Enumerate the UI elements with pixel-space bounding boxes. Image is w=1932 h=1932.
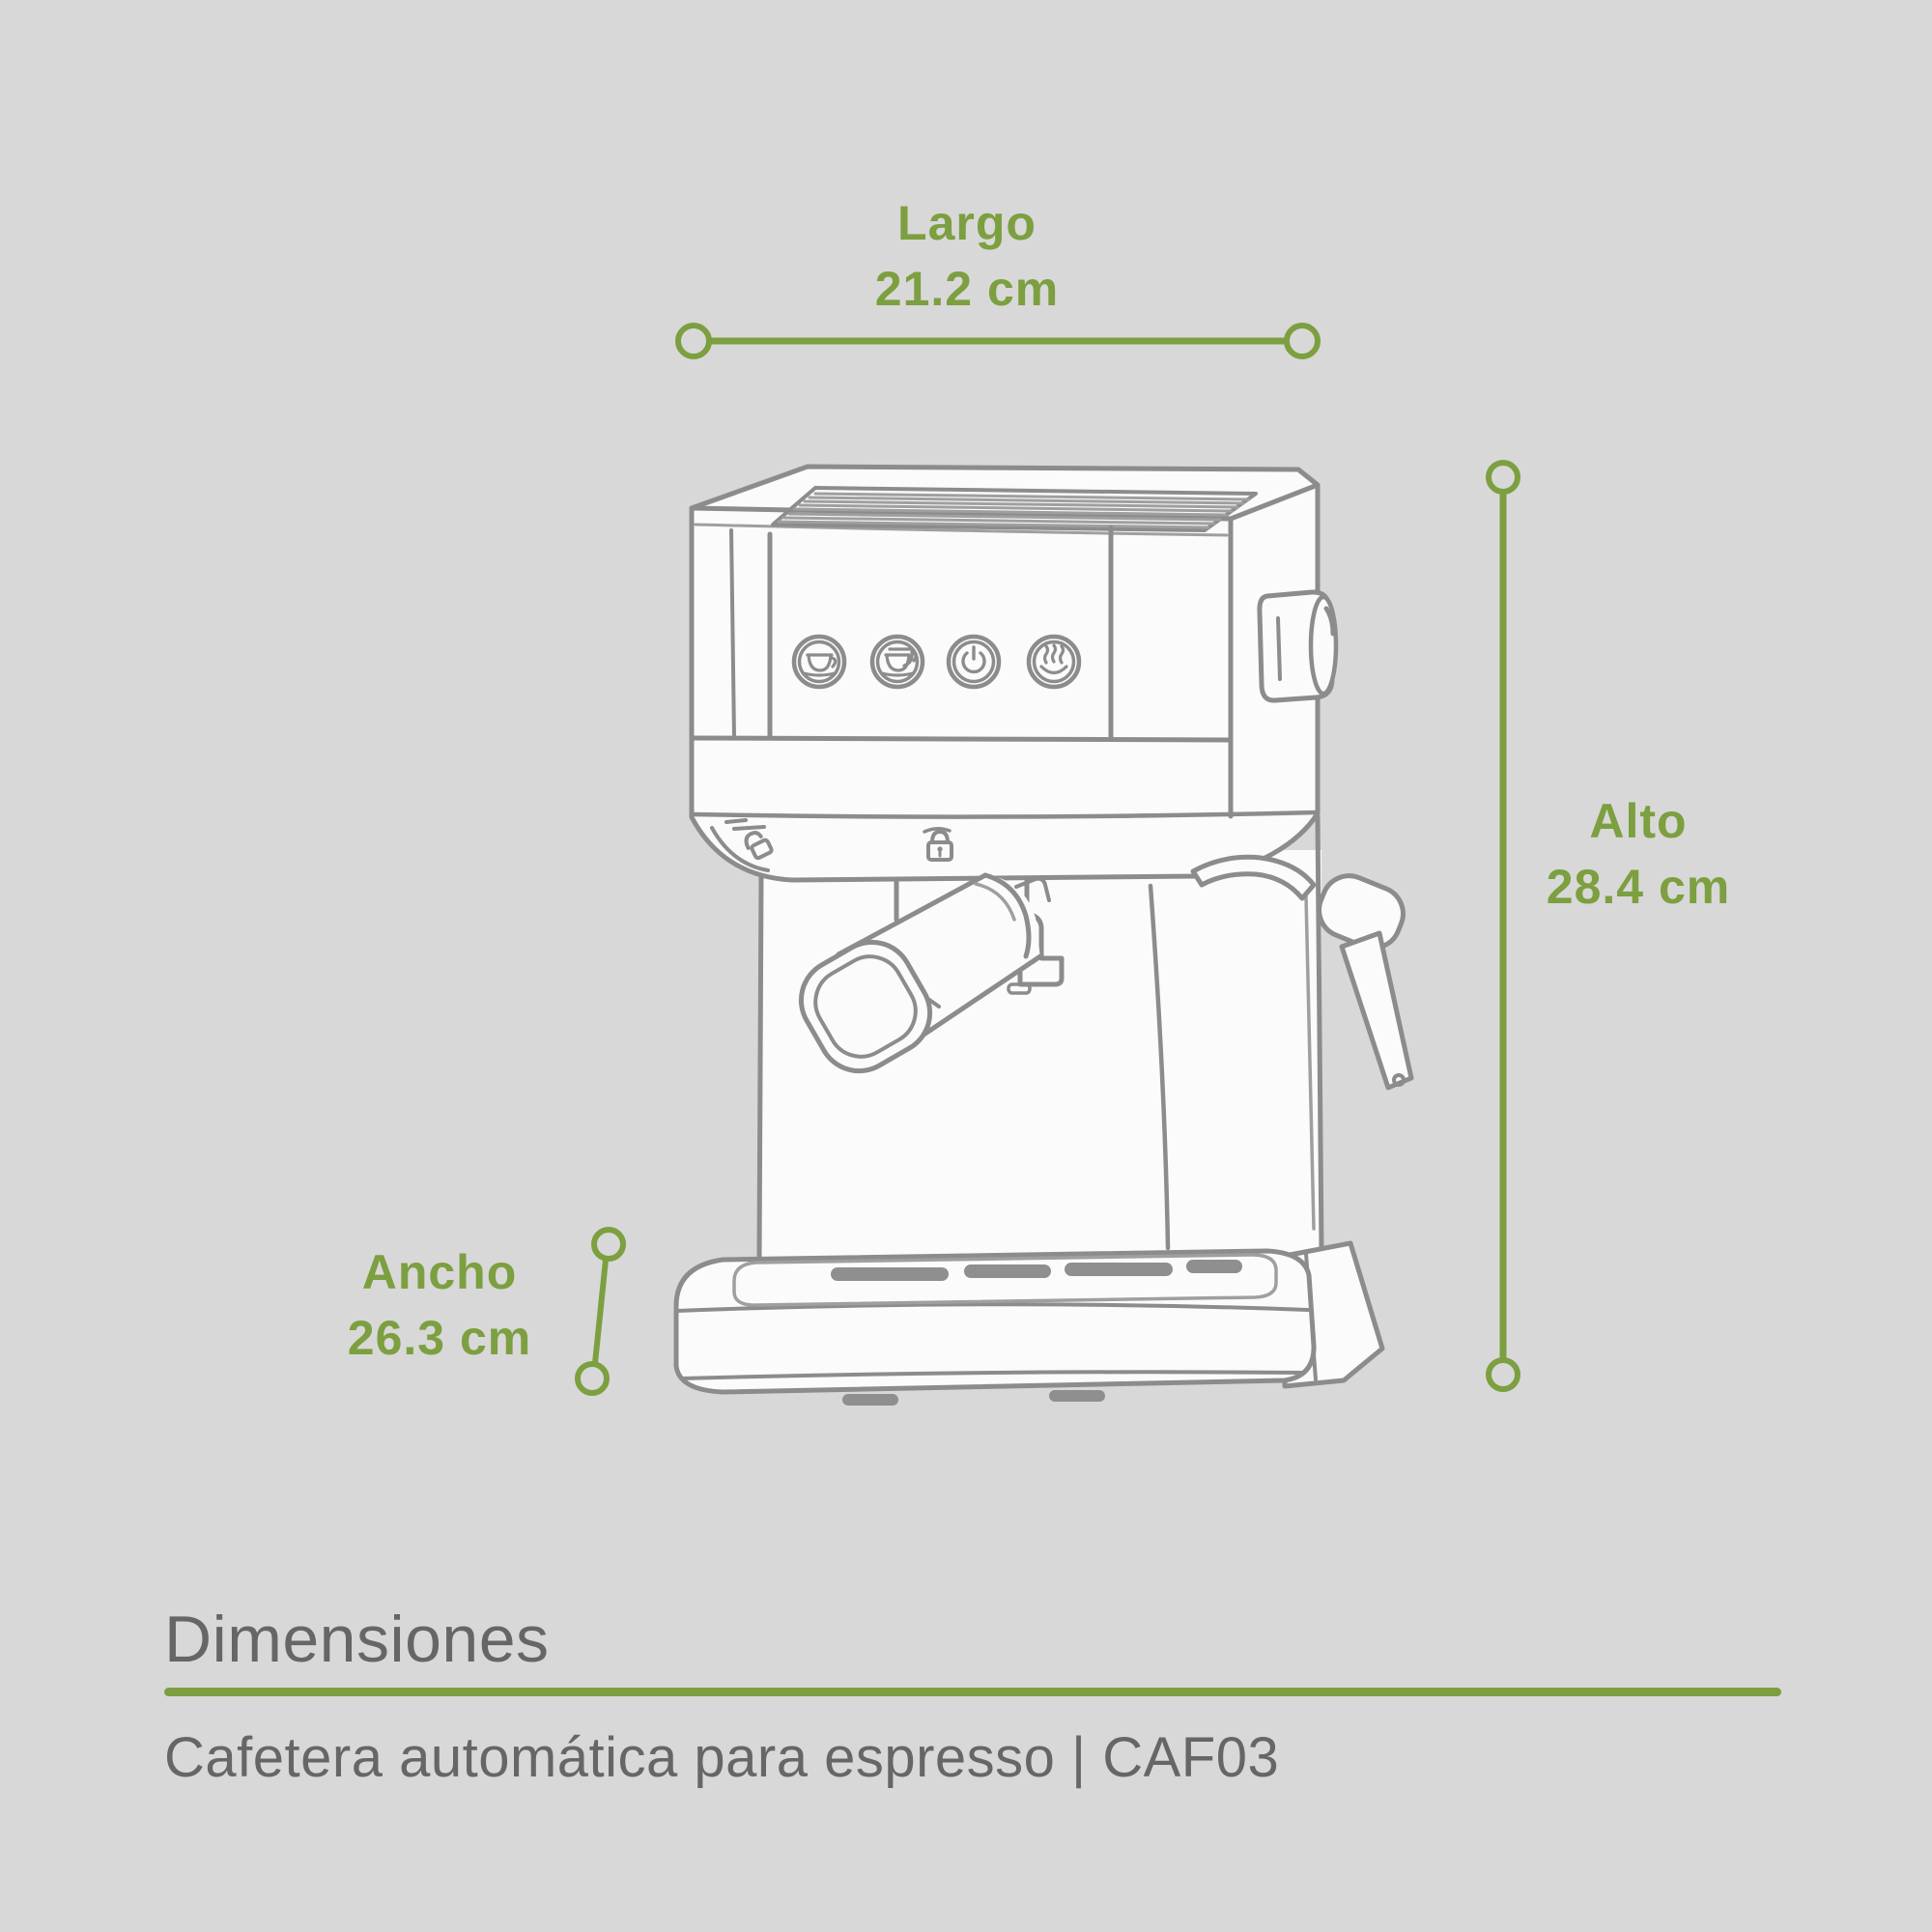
alto-value: 28.4 cm: [1546, 860, 1731, 914]
ancho-value: 26.3 cm: [347, 1311, 532, 1365]
dimension-line-ancho: [575, 1227, 626, 1396]
unlock-icon: [744, 831, 774, 861]
steam-knob: [1257, 589, 1339, 703]
base-feet: [842, 1390, 1105, 1406]
machine-top-grill: [771, 486, 1258, 532]
double-cup-icon: [880, 647, 918, 677]
dimension-line-largo: [675, 323, 1321, 359]
alto-label: Alto 28.4 cm: [1547, 788, 1730, 920]
page-title: Dimensiones: [164, 1603, 550, 1676]
group-head-lip: [689, 810, 1321, 872]
lock-icon: [926, 830, 953, 862]
ancho-label: Ancho 26.3 cm: [348, 1239, 531, 1371]
largo-name: Largo: [897, 196, 1037, 250]
largo-value: 21.2 cm: [874, 262, 1060, 316]
wand-tip-hole: [1392, 1073, 1406, 1087]
steam-wand: [1190, 854, 1414, 1091]
button-single-cup: [791, 634, 847, 690]
control-panel: [689, 525, 1234, 743]
machine-upper-body: [689, 464, 1321, 883]
alto-name: Alto: [1589, 794, 1688, 848]
button-double-cup: [869, 634, 925, 690]
drip-tray-base: [673, 1240, 1385, 1406]
portafilter: [798, 872, 1051, 1074]
steam-icon: [1039, 643, 1068, 675]
single-cup-icon: [802, 653, 838, 677]
power-icon: [961, 645, 986, 674]
product-subtitle: Cafetera automática para espresso | CAF0…: [164, 1726, 1280, 1789]
largo-label: Largo 21.2 cm: [875, 190, 1059, 322]
button-power: [946, 634, 1002, 690]
dimension-line-alto: [1486, 460, 1520, 1392]
drip-tray-slots: [831, 1260, 1242, 1281]
button-steam: [1026, 634, 1082, 690]
ancho-name: Ancho: [361, 1245, 518, 1299]
title-underline: [164, 1688, 1781, 1696]
